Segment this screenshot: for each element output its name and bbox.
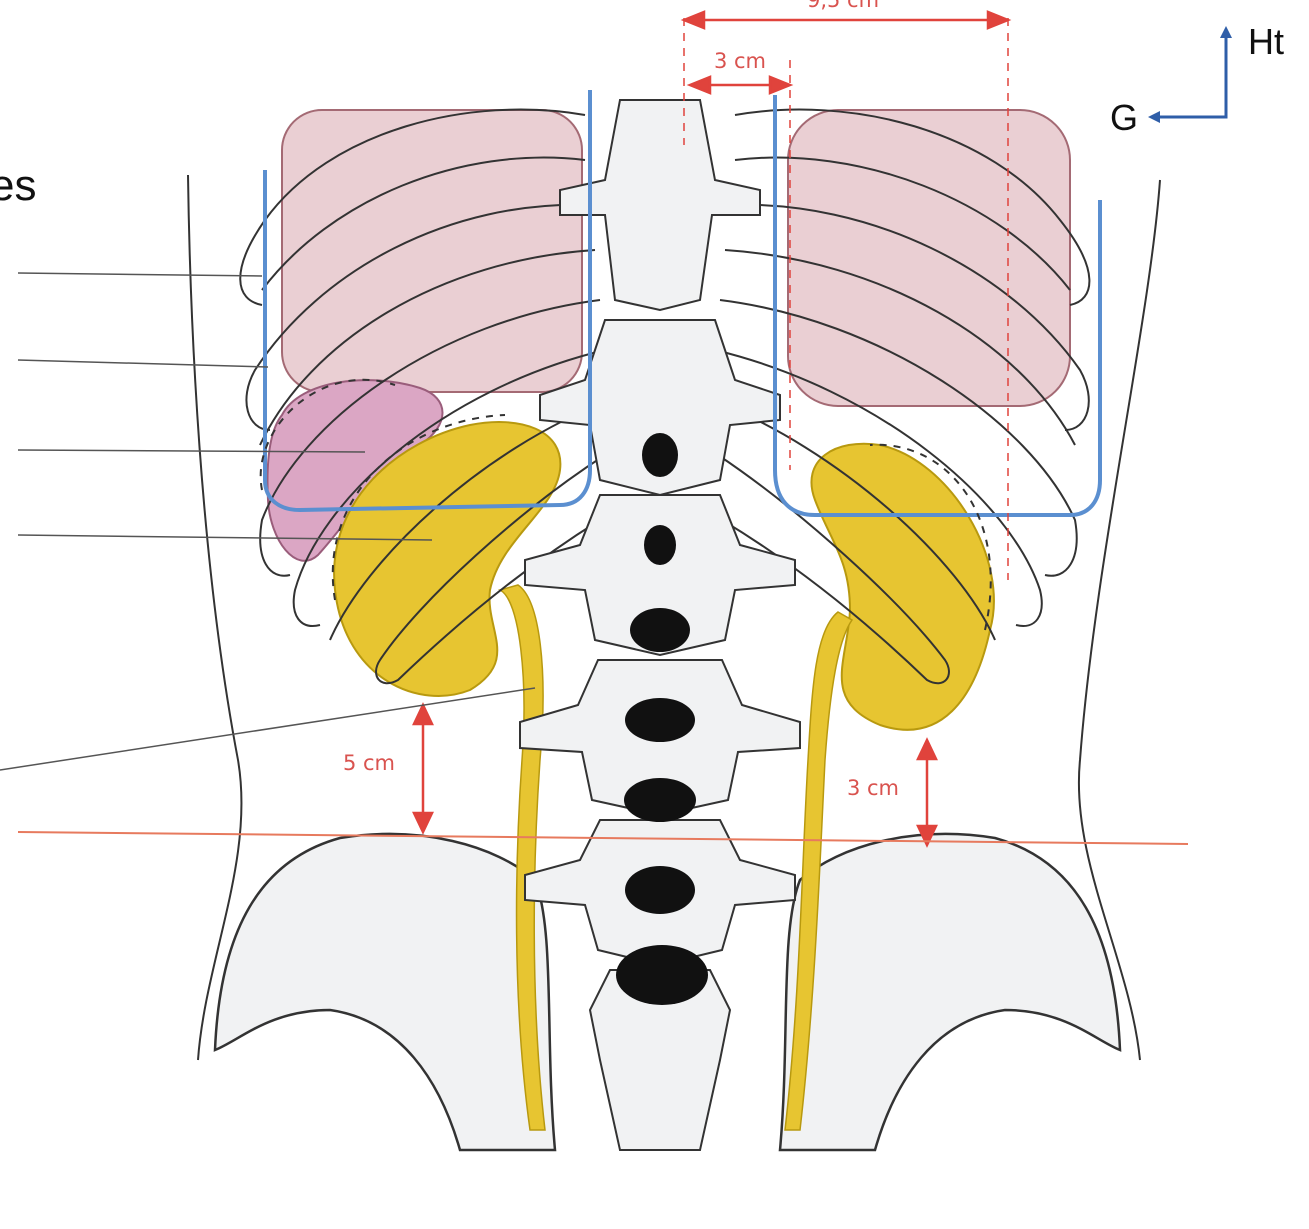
spleen-projection — [788, 110, 1070, 406]
width-total-label: 9,5 cm — [807, 0, 879, 12]
liver-projection — [282, 110, 582, 392]
orientation-axes — [1158, 38, 1226, 117]
left-kidney — [811, 444, 993, 730]
up-arrow-icon — [1220, 26, 1232, 38]
right-kidney-distance-label: 5 cm — [343, 751, 395, 775]
orientation-indicator: Ht G — [1110, 21, 1284, 138]
left-kidney-distance-label: 3 cm — [847, 776, 899, 800]
left-arrow-icon — [1148, 111, 1160, 123]
orientation-up-label: Ht — [1248, 21, 1284, 62]
orientation-left-label: G — [1110, 97, 1138, 138]
cut-off-text: es — [0, 161, 36, 210]
width-inner-label: 3 cm — [714, 49, 766, 73]
